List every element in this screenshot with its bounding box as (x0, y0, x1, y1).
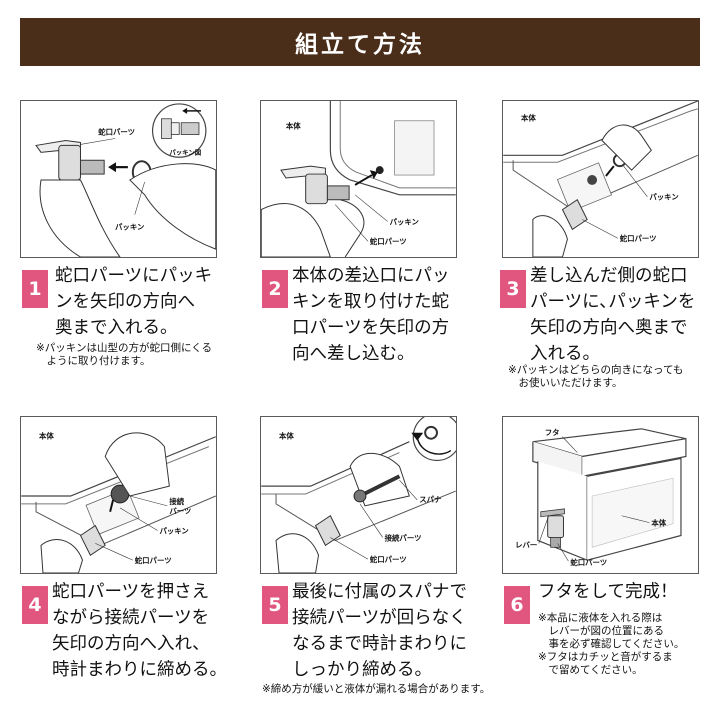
label-lid: フタ (545, 428, 560, 437)
label-packing: パッキン (159, 527, 188, 536)
label-body: 本体 (286, 122, 301, 131)
title-bar: 組立て方法 (20, 18, 700, 66)
step-1-illustration: 蛇口パーツ パッキン パッキン図 (20, 100, 217, 258)
label-packing: パッキン (390, 217, 419, 226)
step-number-badge: 2 (262, 270, 288, 308)
step-6-illustration: フタ 本体 レバー 蛇口パーツ (502, 416, 699, 574)
label-faucet-part: 蛇口パーツ (370, 237, 407, 246)
step-1-note: ※パッキンは山型の方が蛇口側にくる ように取り付けます。 (36, 342, 213, 367)
label-connector-part: パーツ (169, 507, 191, 516)
page-title: 組立て方法 (295, 32, 425, 58)
label-body: 本体 (521, 114, 536, 123)
step-number-badge: 4 (22, 586, 48, 624)
label-faucet-part: 蛇口パーツ (620, 234, 657, 243)
step-5-instructions: 最後に付属のスパナで 接続パーツが回らなく なるまで時計まわりに しっかり締める… (292, 582, 467, 680)
step-4-illustration: 本体 接続 パーツ パッキン 蛇口パーツ (20, 416, 217, 574)
label-packing-figure: パッキン図 (169, 147, 201, 156)
step-4-instructions: 蛇口パーツを押さえ ながら接続パーツを 矢印の方向へ入れ、 時計まわりに締める。 (52, 582, 227, 680)
step-2-illustration: 本体 パッキン 蛇口パーツ (260, 100, 457, 258)
label-faucet-part: 蛇口パーツ (135, 556, 172, 565)
label-body: 本体 (39, 432, 54, 441)
step-number-badge: 1 (22, 270, 48, 308)
label-packing: パッキン (115, 222, 144, 231)
label-faucet-part: 蛇口パーツ (370, 555, 407, 564)
step-3-illustration: 本体 パッキン 蛇口パーツ (502, 100, 699, 258)
step-3-instructions: 差し込んだ側の蛇口 パーツに､パッキンを 矢印の方向へ奥まで 入れる。 (530, 266, 696, 364)
step-number-badge: 6 (504, 586, 530, 624)
step-5-note: ※締め方が緩いと液体が漏れる場合があります。 (262, 683, 491, 695)
label-connector-part: 接続パーツ (385, 533, 422, 542)
step-5-illustration: 本体 スパナ 接続パーツ 蛇口パーツ (260, 416, 457, 574)
step-number-badge: 5 (262, 586, 288, 624)
label-faucet-part: 蛇口パーツ (98, 128, 135, 137)
step-3-note: ※パッキンはどちらの向きになっても お使いいただけます。 (508, 364, 684, 389)
label-connector: 接続 (169, 497, 184, 506)
label-body: 本体 (279, 432, 294, 441)
label-packing: パッキン (649, 193, 678, 202)
step-number-badge: 3 (500, 270, 526, 308)
label-faucet-part: 蛇口パーツ (570, 558, 607, 567)
step-6-note: ※本品に液体を入れる際は レバーが図の位置にある 事を必ず確認してください。 ※… (538, 612, 685, 676)
label-spanner: スパナ (419, 495, 441, 504)
step-6-instructions: フタをして完成！ (538, 582, 678, 602)
label-body: 本体 (651, 519, 666, 528)
step-1-instructions: 蛇口パーツにパッキ ンを矢印の方向へ 奥まで入れる。 (55, 266, 213, 338)
label-lever: レバー (515, 540, 537, 549)
step-2-instructions: 本体の差込口にパッ キンを取り付けた蛇 口パーツを矢印の方 向へ差し込む。 (292, 266, 450, 364)
